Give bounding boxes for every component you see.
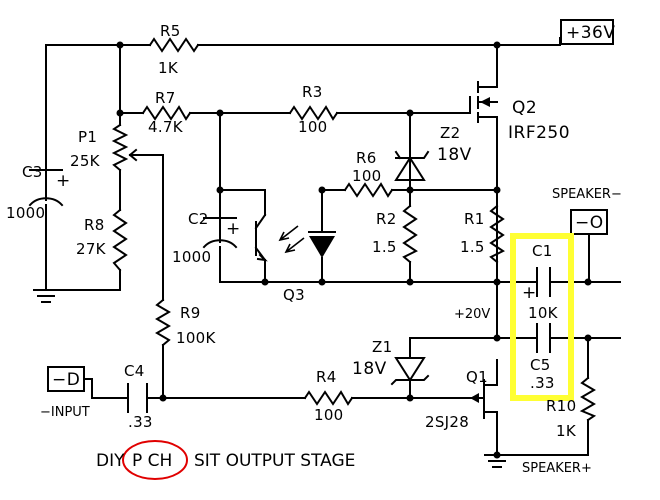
c2-value: 1000 xyxy=(172,248,211,266)
r1-resistor xyxy=(489,204,505,264)
c4-capacitor xyxy=(127,383,148,413)
r2-resistor xyxy=(402,204,418,264)
r4-value: 100 xyxy=(314,406,344,424)
c4-value: .33 xyxy=(128,413,153,431)
c5-ref: C5 xyxy=(530,356,551,374)
r1-value: 1.5 xyxy=(460,238,485,256)
r3-ref: R3 xyxy=(302,83,323,101)
labels: +36V R5 1K R7 4.7K R3 100 Q2 IRF250 Z2 1… xyxy=(6,22,622,476)
q2-ref: Q2 xyxy=(512,98,537,118)
r8-value: 27K xyxy=(76,240,107,258)
r9-resistor xyxy=(155,298,171,347)
c2-capacitor xyxy=(202,217,238,249)
q2-part: IRF250 xyxy=(508,123,570,143)
r5-value: 1K xyxy=(158,59,179,77)
plus36v-label: +36V xyxy=(566,23,616,43)
r8-resistor xyxy=(112,208,128,272)
c5-value: .33 xyxy=(530,374,555,392)
capacitor-highlight-box xyxy=(510,233,574,401)
input-box-label: −D xyxy=(52,370,80,390)
r1-ref: R1 xyxy=(464,210,485,228)
r10-value: 1K xyxy=(556,422,577,440)
speaker-minus-label: SPEAKER− xyxy=(552,187,622,202)
z2-value: 18V xyxy=(437,145,472,165)
speaker-minus-box-label: −O xyxy=(575,213,604,233)
c2-polarity: + xyxy=(226,219,241,239)
r2-value: 1.5 xyxy=(372,238,397,256)
c3-capacitor xyxy=(28,169,64,207)
c4-ref: C4 xyxy=(124,362,145,380)
p1-potentiometer xyxy=(111,123,129,172)
r7-resistor xyxy=(141,105,192,121)
r6-resistor xyxy=(343,182,394,198)
c1-polarity: + xyxy=(522,283,537,303)
z1-zener-diode xyxy=(390,357,430,386)
q1-fet xyxy=(469,377,498,421)
r7-value: 4.7K xyxy=(148,118,184,136)
p1-ref: P1 xyxy=(78,128,97,146)
c1-value: 10K xyxy=(528,304,559,322)
z2-ref: Z2 xyxy=(440,124,460,142)
c3-value: 1000 xyxy=(6,204,45,222)
r9-value: 100K xyxy=(176,329,217,347)
r2-ref: R2 xyxy=(376,210,397,228)
c3-ref: C3 xyxy=(22,163,43,181)
speaker-plus-label: SPEAKER+ xyxy=(522,461,592,476)
r4-ref: R4 xyxy=(316,368,337,386)
c3-polarity: + xyxy=(56,171,71,191)
q1-ref: Q1 xyxy=(466,368,488,386)
r10-ref: R10 xyxy=(546,397,576,415)
p1-value: 25K xyxy=(70,152,101,170)
z1-value: 18V xyxy=(352,359,387,379)
speaker-minus-terminal-box xyxy=(570,209,608,235)
r10-resistor xyxy=(579,376,597,422)
c1-capacitor xyxy=(536,267,551,297)
input-label: −INPUT xyxy=(40,405,90,420)
plus20v-label: +20V xyxy=(454,307,490,322)
c5-capacitor xyxy=(536,323,551,353)
r4-resistor xyxy=(303,390,354,406)
r5-resistor xyxy=(148,37,200,53)
r6-ref: R6 xyxy=(356,149,377,167)
junctions xyxy=(116,41,592,459)
title-circle-annotation xyxy=(122,440,188,480)
ground-symbol-left xyxy=(33,289,59,303)
q3-optocoupler xyxy=(254,213,336,262)
p1-wiper-arrow xyxy=(128,148,138,162)
r5-ref: R5 xyxy=(160,22,181,40)
r9-ref: R9 xyxy=(180,304,201,322)
q2-mosfet xyxy=(469,81,498,123)
z1-ref: Z1 xyxy=(372,338,392,356)
c1-ref: C1 xyxy=(532,242,553,260)
r3-value: 100 xyxy=(298,118,328,136)
r8-ref: R8 xyxy=(84,216,105,234)
q1-part: 2SJ28 xyxy=(425,413,469,431)
q3-ref: Q3 xyxy=(283,286,305,304)
ground-symbol-right xyxy=(484,454,510,468)
r6-value: 100 xyxy=(352,167,382,185)
r7-ref: R7 xyxy=(155,89,176,107)
r3-resistor xyxy=(288,105,339,121)
plus36v-terminal-box xyxy=(560,19,614,45)
title-circled: P CH xyxy=(132,451,172,471)
z2-zener-diode xyxy=(394,149,430,181)
diagram-title: DIY P CH SIT OUTPUT STAGE xyxy=(96,451,355,471)
title-suffix: SIT OUTPUT STAGE xyxy=(194,451,355,471)
title-prefix: DIY xyxy=(96,451,125,471)
c2-ref: C2 xyxy=(188,210,209,228)
